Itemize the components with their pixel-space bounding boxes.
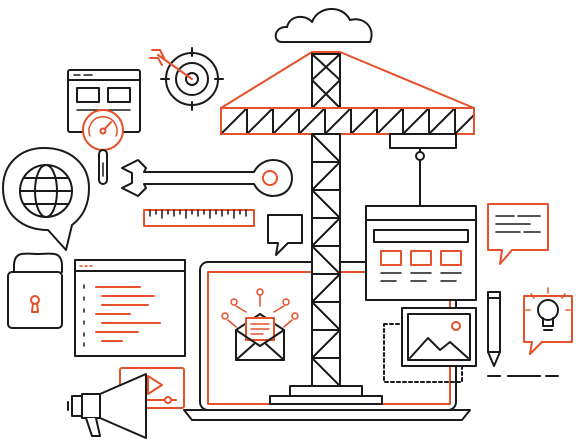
speedometer-icon bbox=[82, 109, 124, 185]
email-icon bbox=[221, 288, 299, 361]
lightbulb-icon bbox=[523, 287, 573, 355]
image-icon bbox=[383, 307, 477, 383]
globe-speech-bubble-icon bbox=[2, 147, 90, 251]
target-icon bbox=[149, 47, 224, 111]
pencil-icon bbox=[487, 291, 559, 377]
web-layout-window-icon bbox=[365, 205, 477, 301]
cloud-icon bbox=[274, 8, 373, 43]
construction-crane-icon bbox=[220, 51, 475, 405]
megaphone-icon bbox=[67, 373, 147, 439]
ruler-icon bbox=[143, 209, 255, 227]
code-window-icon bbox=[74, 259, 186, 357]
padlock-icon bbox=[7, 252, 63, 329]
chat-bubble-icon bbox=[267, 214, 303, 256]
browser-window-icon bbox=[67, 69, 141, 133]
text-message-icon bbox=[487, 203, 549, 265]
wrench-icon bbox=[121, 159, 293, 197]
